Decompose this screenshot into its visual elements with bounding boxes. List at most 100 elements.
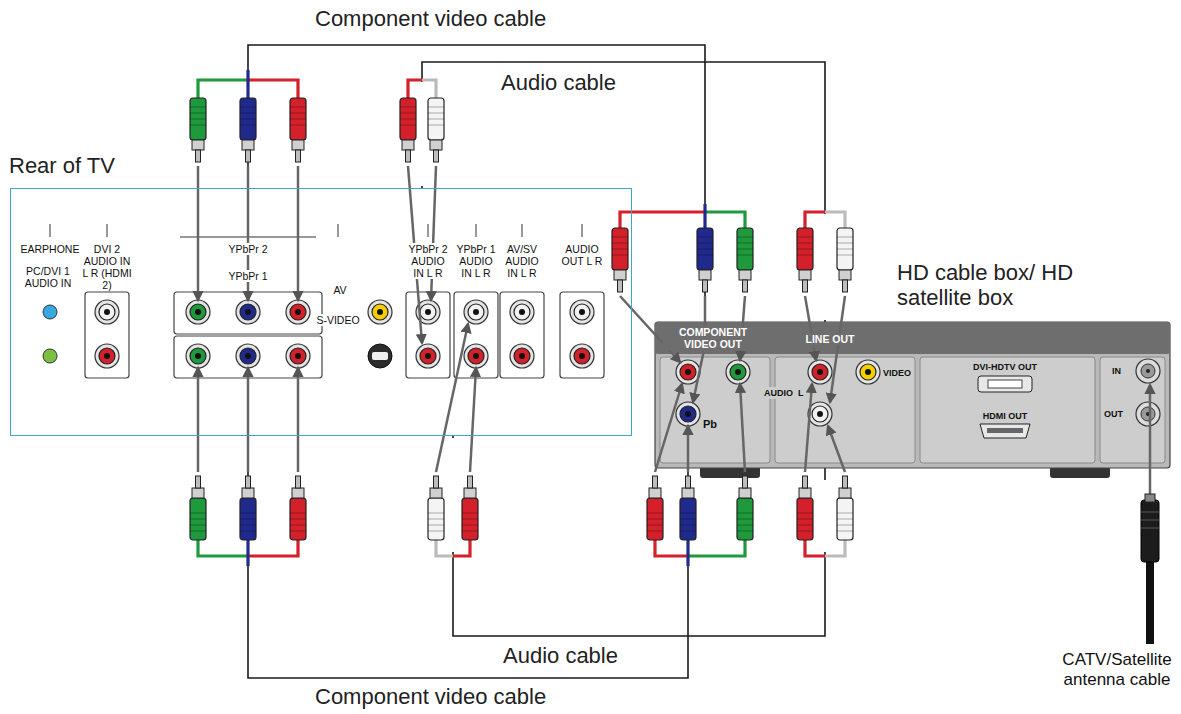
illustration-part [655,540,845,566]
illustration-part [248,80,298,98]
port-label: PC/DVI 1 AUDIO IN [18,265,78,289]
illustration-part [830,296,845,402]
illustration-part [428,98,444,162]
illustration-part [978,376,1032,392]
illustration-part [186,300,210,324]
illustration-part [686,540,689,566]
cable [248,45,705,322]
illustration-part [247,368,250,472]
illustration-part [820,214,830,320]
illustration-part [703,204,706,228]
port-label: S-VIDEO [316,314,359,326]
illustration-part [246,70,249,98]
illustration-part [416,344,440,368]
illustration-part [705,212,745,228]
illustration-part [660,357,770,463]
port-label: IN [1112,365,1121,377]
port-label: L [798,387,804,399]
illustration-part [655,540,688,556]
port-label: COMPONENT VIDEO OUT [663,326,763,350]
illustration-part [837,476,853,540]
illustration-part [297,368,300,472]
illustration-part [462,476,478,540]
illustration-part [464,344,488,368]
illustration-part [470,368,476,472]
illustration-part [837,228,853,292]
illustration-part [620,212,705,228]
illustration-part [1149,385,1152,494]
illustration-part [190,476,206,540]
illustration-part [726,360,750,384]
illustration-part [198,540,470,566]
illustration-part [190,98,206,162]
illustration-part [660,357,1165,463]
port-label: EARPHONE [21,243,80,255]
illustration-part [368,344,392,368]
illustration-part [805,384,812,472]
illustration-part [620,204,845,228]
illustration-part [570,344,594,368]
illustration-part [570,300,594,324]
illustration-part [290,476,306,540]
cable [248,436,688,678]
port-label: DVI 2 AUDIO IN L R (HDMI 2) [81,243,133,291]
illustration-part [85,292,129,378]
illustration-part [85,292,604,378]
illustration-part [297,166,300,300]
port-label: YPbPr 2 [228,243,267,255]
illustration-part [198,70,436,98]
cable-label: Audio cable [500,643,621,668]
illustration-part [43,305,57,319]
illustration-part [988,380,1022,388]
illustration-part [797,476,813,540]
illustration-part [987,428,1023,433]
illustration-part [198,166,1150,494]
illustration-part [1141,500,1159,562]
tv-rear-panel: Rear of TV [10,188,632,436]
cable [422,62,825,322]
illustration-part [1136,359,1160,383]
port-label: YPbPr 1 [228,270,267,282]
illustration-part [808,402,832,426]
illustration-part [240,98,256,162]
illustration-part [454,292,498,378]
illustration-part [856,360,880,384]
illustration-part [920,357,1095,463]
illustration-part [50,224,582,237]
illustration-part [198,80,248,98]
illustration-part [186,344,210,368]
illustration-part [688,540,745,556]
illustration-part [43,349,57,363]
cable-label: Audio cable [498,70,619,95]
illustration-part [1146,562,1154,644]
illustration-part [797,228,813,292]
illustration-part [286,344,310,368]
illustration-part [240,476,256,540]
node-heading: Rear of TV [9,153,209,178]
illustration-part [737,228,753,292]
illustration-part [775,357,915,463]
port-label: DVI-HDTV OUT [973,361,1037,373]
illustration-part [737,476,753,540]
illustration-part [655,322,1170,468]
illustration-part [406,292,450,378]
illustration-part [368,300,392,324]
port-label: YPbPr 2 AUDIO IN L R [406,243,450,279]
illustration-part [418,82,426,186]
illustration-part [828,426,845,472]
illustration-part [687,426,690,472]
illustration-part [50,224,582,237]
illustration-part [431,166,436,300]
illustration-part [198,540,248,556]
illustration-part [510,300,534,324]
illustration-part [1136,402,1160,426]
illustration-part [236,300,260,324]
illustration-part [290,98,306,162]
illustration-part [95,300,119,324]
port-label: YPbPr 1 AUDIO IN L R [454,243,498,279]
illustration-part [286,300,310,324]
illustration-part [820,480,830,552]
illustration-part [740,384,745,472]
illustration-part [805,296,816,360]
illustration-part [1145,494,1155,502]
